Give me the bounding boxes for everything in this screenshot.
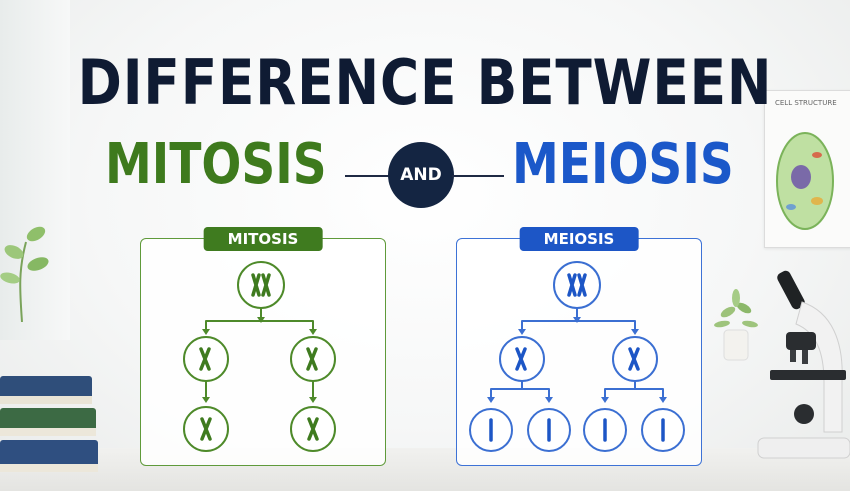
potted-plant-icon xyxy=(714,289,758,361)
microscope-icon xyxy=(757,270,850,459)
mitosis-label: MITOSIS xyxy=(203,227,323,251)
desk-surface xyxy=(0,448,850,491)
chromosome-icon xyxy=(199,273,319,441)
title-meiosis: MEIOSIS xyxy=(512,132,734,197)
meiosis-diagram xyxy=(469,261,685,452)
meiosis-panel: MEIOSIS xyxy=(456,227,702,466)
title-mitosis: MITOSIS xyxy=(105,132,327,197)
meiosis-label: MEIOSIS xyxy=(519,227,639,251)
connector-line-right xyxy=(452,175,504,177)
plant-icon xyxy=(0,226,49,322)
mitosis-diagram xyxy=(183,261,336,452)
mitosis-panel: MITOSIS xyxy=(140,227,386,466)
poster-label: CELL STRUCTURE xyxy=(775,99,837,107)
and-badge: AND xyxy=(388,142,454,208)
page-title: DIFFERENCE BETWEEN xyxy=(77,46,773,119)
and-label: AND xyxy=(400,165,442,185)
cell-poster-icon: CELL STRUCTURE xyxy=(764,90,850,248)
book-stack-icon xyxy=(0,376,98,472)
connector-line-left xyxy=(345,175,391,177)
